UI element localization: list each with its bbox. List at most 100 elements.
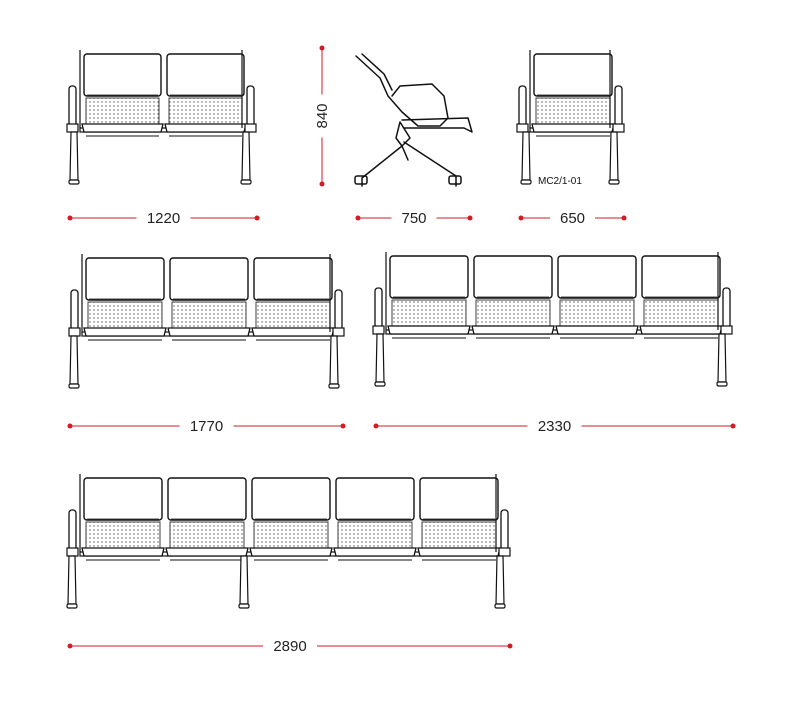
bench-1-seat [516, 50, 625, 185]
side-leg-back [403, 141, 457, 187]
leg-post [239, 555, 249, 605]
seat [471, 255, 555, 339]
seat-backrest [533, 53, 613, 97]
seat-perforation [475, 299, 551, 327]
seat-backrest [83, 477, 163, 521]
leg-foot [716, 381, 728, 387]
bench-3-seat [68, 254, 345, 389]
armrest-bracket [612, 123, 625, 133]
armrest-pad [722, 287, 731, 329]
bench-5-seat [66, 474, 511, 609]
dimension-endpoint [67, 643, 73, 649]
seat-perforation [421, 521, 497, 549]
seat-backrest [557, 255, 637, 299]
seat-pan [165, 547, 249, 557]
seat-backrest [167, 477, 247, 521]
seat-perforation [253, 521, 329, 549]
leg-foot [68, 179, 80, 185]
seat [387, 255, 471, 339]
side-back-frame [361, 53, 393, 91]
seat-backrest [251, 477, 331, 521]
seat-pan [471, 325, 555, 335]
dimension-label: 2330 [538, 418, 571, 435]
right-armrest [244, 85, 257, 133]
armrest-bracket [720, 325, 733, 335]
left-armrest [66, 85, 79, 133]
dimension-endpoint [340, 423, 346, 429]
seat-perforation [535, 97, 611, 125]
leg-foot [374, 381, 386, 387]
seat [531, 53, 615, 137]
leg-post [375, 333, 385, 383]
bench-leg [68, 131, 80, 185]
model-code-label: MC2/1-01 [538, 176, 582, 187]
seat-perforation [87, 301, 163, 329]
seat-pan [417, 547, 501, 557]
armrest-bracket [66, 547, 79, 557]
seat-pan [249, 547, 333, 557]
seat-pan [167, 327, 251, 337]
seat-pan [555, 325, 639, 335]
dimension-label: 840 [314, 103, 331, 128]
armrest-bracket [498, 547, 511, 557]
seat [81, 477, 165, 561]
seat-perforation [391, 299, 467, 327]
leg-foot [68, 383, 80, 389]
leg-post [521, 131, 531, 181]
armrest-pad [70, 289, 79, 331]
left-armrest [372, 287, 385, 335]
bench-leg [66, 555, 78, 609]
armrest-bracket [332, 327, 345, 337]
side-armrest [401, 117, 473, 133]
dimension-label: 750 [401, 210, 426, 227]
dimension-label: 2890 [273, 638, 306, 655]
bench-leg [68, 335, 80, 389]
seat [164, 53, 247, 137]
seat-pan [83, 327, 167, 337]
seat [249, 477, 333, 561]
seat-pan [333, 547, 417, 557]
seat [167, 257, 251, 341]
armrest-pad [614, 85, 623, 127]
seat-perforation [168, 97, 243, 125]
armrest-pad [68, 509, 77, 551]
seat [333, 477, 417, 561]
leg-foot [608, 179, 620, 185]
bench-4-seat [372, 252, 733, 387]
dimension-endpoint [507, 643, 513, 649]
benches-layer [66, 50, 733, 609]
bench-leg [520, 131, 532, 185]
seat-pan [251, 327, 335, 337]
bench-leg [240, 131, 252, 185]
dimension-endpoint [373, 423, 379, 429]
dimension-endpoint [319, 45, 325, 51]
bench-leg [494, 555, 506, 609]
depth-dimension: 750 [355, 210, 473, 227]
leg-foot [494, 603, 506, 609]
seat-pan [531, 123, 615, 133]
dimension-endpoint [467, 215, 473, 221]
seat-perforation [169, 521, 245, 549]
leg-post [69, 131, 79, 181]
seat-perforation [85, 521, 161, 549]
bench-leg [328, 335, 340, 389]
seat-backrest [473, 255, 553, 299]
leg-post [329, 335, 339, 385]
dimension-label: 650 [560, 210, 585, 227]
armrest-pad [500, 509, 509, 551]
leg-foot [66, 603, 78, 609]
seat-backrest [335, 477, 415, 521]
bench-leg [238, 555, 250, 609]
armrest-bracket [372, 325, 385, 335]
seat [165, 477, 249, 561]
width-dimension-3-seat: 1770 [67, 418, 346, 435]
seat [555, 255, 639, 339]
bench-leg [374, 333, 386, 387]
armrest-bracket [244, 123, 257, 133]
right-armrest [332, 289, 345, 337]
seat [83, 257, 167, 341]
leg-post [609, 131, 619, 181]
seat-perforation [643, 299, 719, 327]
width-dimension-2-seat: 1220 [67, 210, 260, 227]
